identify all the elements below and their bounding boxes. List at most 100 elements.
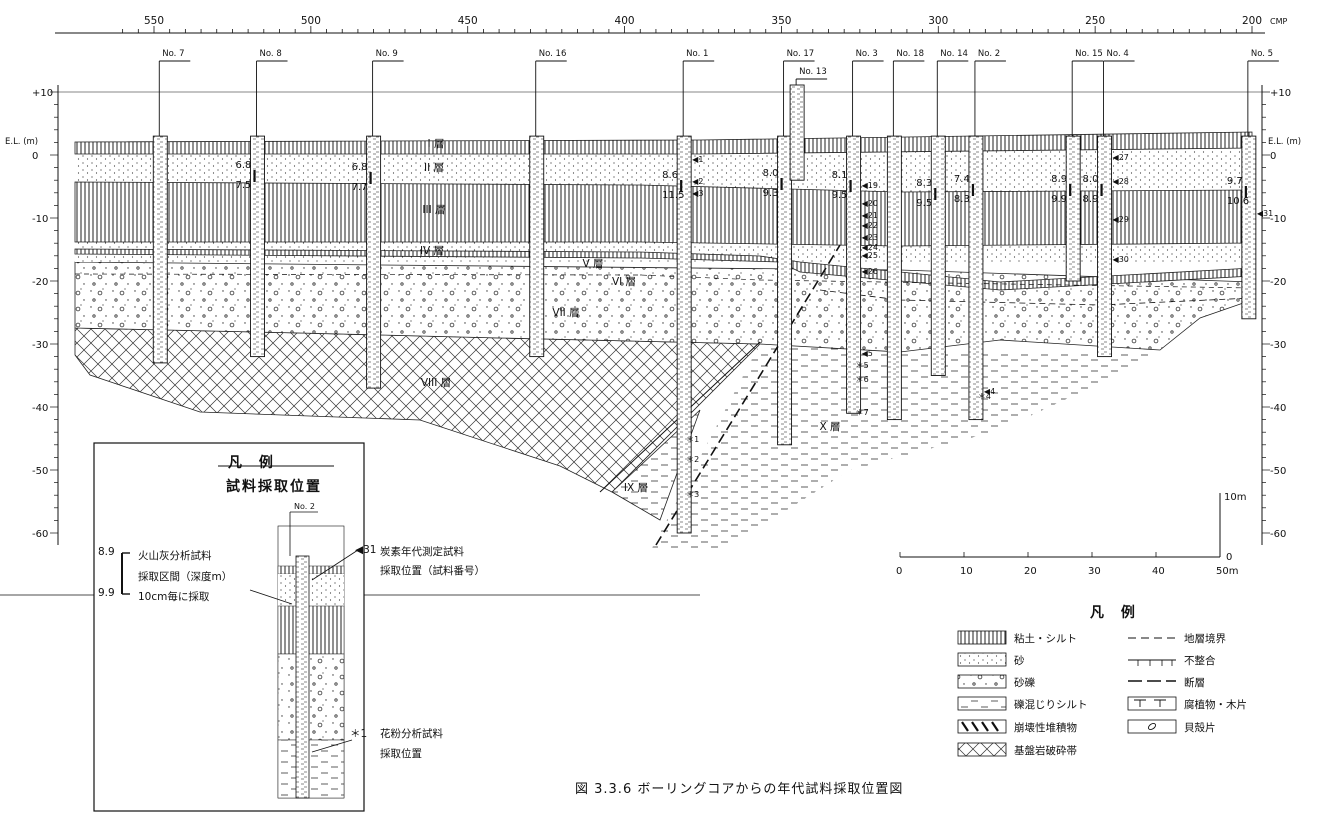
swatch-humus xyxy=(1127,696,1177,711)
inset-carbon-marker: ◀31 xyxy=(355,544,377,556)
carbon-sample: ◀5 xyxy=(862,349,873,358)
inset-ash-bottom: 9.9 xyxy=(98,587,115,599)
left-y-tick-label: +10 xyxy=(32,88,53,99)
inset-ash-text-1: 火山灰分析試料 xyxy=(138,550,212,562)
carbon-sample: ◀22 xyxy=(862,221,878,230)
pollen-sample: ＊4 xyxy=(978,392,991,401)
carbon-sample: ◀24 xyxy=(862,243,878,252)
x-tick-label: 500 xyxy=(301,15,321,27)
legend-humus: 腐植物・木片 xyxy=(1184,699,1247,711)
inset-layer-gravel xyxy=(277,653,345,741)
layer-label: IV 層 xyxy=(420,245,444,257)
sample-markers: 6.87.56.87.78.611.58.09.38.19.58.39.57.4… xyxy=(236,153,1274,499)
borehole-core xyxy=(789,84,805,181)
inset-core xyxy=(295,555,310,799)
scale-tick-label: 20 xyxy=(1024,566,1037,577)
right-y-axis-label: E.L. (m) xyxy=(1268,137,1301,147)
layer-label: X 層 xyxy=(819,421,840,433)
inset-pollen-marker: ＊1 xyxy=(350,728,368,740)
borehole-label: No. 8 xyxy=(260,49,282,59)
x-tick-label: 200 xyxy=(1242,15,1262,27)
ash-bottom-depth: 9.9 xyxy=(1051,194,1067,205)
ash-bottom-depth: 7.7 xyxy=(352,182,368,193)
ash-top-depth: 8.1 xyxy=(832,170,848,181)
left-y-axis-label: E.L. (m) xyxy=(5,137,38,147)
carbon-sample: ◀21 xyxy=(862,211,878,220)
legend-gravelly-silt: 礫混じりシルト xyxy=(1014,699,1088,711)
borehole-label: No. 3 xyxy=(856,49,878,59)
x-tick-label: 300 xyxy=(928,15,948,27)
legend-gravel: 砂礫 xyxy=(1014,677,1035,689)
borehole-core xyxy=(1097,135,1113,358)
inset-layer-sand xyxy=(278,574,344,606)
legend-collapse-deposit: 崩壊性堆積物 xyxy=(1014,722,1077,734)
borehole-label: No. 4 xyxy=(1107,49,1129,59)
borehole-core xyxy=(366,135,382,389)
ash-top-depth: 8.0 xyxy=(1083,174,1099,185)
legend-clay: 粘土・シルト xyxy=(1014,633,1077,645)
inset-legend xyxy=(93,442,365,812)
borehole-core xyxy=(1241,135,1257,320)
inset-layer-i xyxy=(277,565,345,575)
carbon-sample: ◀25 xyxy=(862,251,878,260)
borehole-core xyxy=(1065,135,1081,282)
borehole-label: No. 7 xyxy=(162,49,184,59)
layer-label: V 層 xyxy=(582,258,603,270)
layer-label: I 層 xyxy=(428,138,445,150)
pollen-sample: ＊5 xyxy=(856,361,869,370)
layer-label: III 層 xyxy=(422,204,445,216)
borehole-core xyxy=(930,135,946,376)
ash-bottom-depth: 11.5 xyxy=(662,190,684,201)
ash-top-depth: 8.9 xyxy=(1051,174,1067,185)
borehole-label: No. 9 xyxy=(376,49,398,59)
carbon-sample: ◀23 xyxy=(862,233,878,242)
inset-layer-x xyxy=(277,739,345,799)
right-y-tick-label: -50 xyxy=(1270,466,1286,477)
right-y-tick-label: +10 xyxy=(1270,88,1291,99)
swatch-basement xyxy=(957,742,1007,757)
left-y-tick-label: -20 xyxy=(32,277,48,288)
ash-top-depth: 9.7 xyxy=(1227,176,1243,187)
carbon-sample: ◀28 xyxy=(1113,177,1129,186)
ash-bottom-depth: 8.9 xyxy=(1083,194,1099,205)
carbon-sample: ◀31 xyxy=(1257,209,1273,218)
carbon-sample: ◀26 xyxy=(862,267,878,276)
inset-pollen-text-1: 花粉分析試料 xyxy=(380,728,443,740)
pollen-sample: ＊6 xyxy=(856,375,869,384)
ash-bottom-depth: 9.5 xyxy=(916,198,932,209)
borehole-core xyxy=(676,135,692,534)
borehole-core xyxy=(529,135,545,358)
layer-label: II 層 xyxy=(424,162,444,174)
x-tick-label: 450 xyxy=(458,15,478,27)
ash-bottom-depth: 7.5 xyxy=(236,180,252,191)
swatch-clay xyxy=(957,630,1007,645)
ash-top-depth: 7.4 xyxy=(954,174,970,185)
inset-carbon-text-2: 採取位置（試料番号） xyxy=(380,565,485,577)
left-y-tick-label: -40 xyxy=(32,403,48,414)
legend-fault: 断層 xyxy=(1184,677,1205,689)
inset-pollen-text-2: 採取位置 xyxy=(380,748,422,760)
figure-title: 図 3.3.6 ボーリングコアからの年代試料採取位置図 xyxy=(575,782,904,797)
carbon-sample: ◀2 xyxy=(692,177,703,186)
inset-ash-text-3: 10cm毎に採取 xyxy=(138,591,210,603)
ash-bottom-depth: 8.3 xyxy=(954,194,970,205)
carbon-sample: ◀27 xyxy=(1113,153,1129,162)
scale-tick-label: 40 xyxy=(1152,566,1165,577)
carbon-sample: ◀1 xyxy=(692,155,703,164)
pollen-sample: ＊1 xyxy=(686,435,699,444)
borehole-label: No. 5 xyxy=(1251,49,1273,59)
borehole-label: No. 17 xyxy=(787,49,815,59)
ash-bottom-depth: 9.5 xyxy=(832,190,848,201)
left-y-tick-label: -60 xyxy=(32,529,48,540)
left-y-tick-label: -30 xyxy=(32,340,48,351)
borehole-label: No. 15 xyxy=(1075,49,1103,59)
inset-pointer xyxy=(249,589,293,605)
inset-carbon-text-1: 炭素年代測定試料 xyxy=(380,546,464,558)
left-y-tick-label: -50 xyxy=(32,466,48,477)
legend-shell: 貝殻片 xyxy=(1184,722,1216,734)
fault-line xyxy=(655,244,841,546)
borehole-core xyxy=(968,135,984,421)
swatch-gravelly-silt xyxy=(957,696,1007,711)
